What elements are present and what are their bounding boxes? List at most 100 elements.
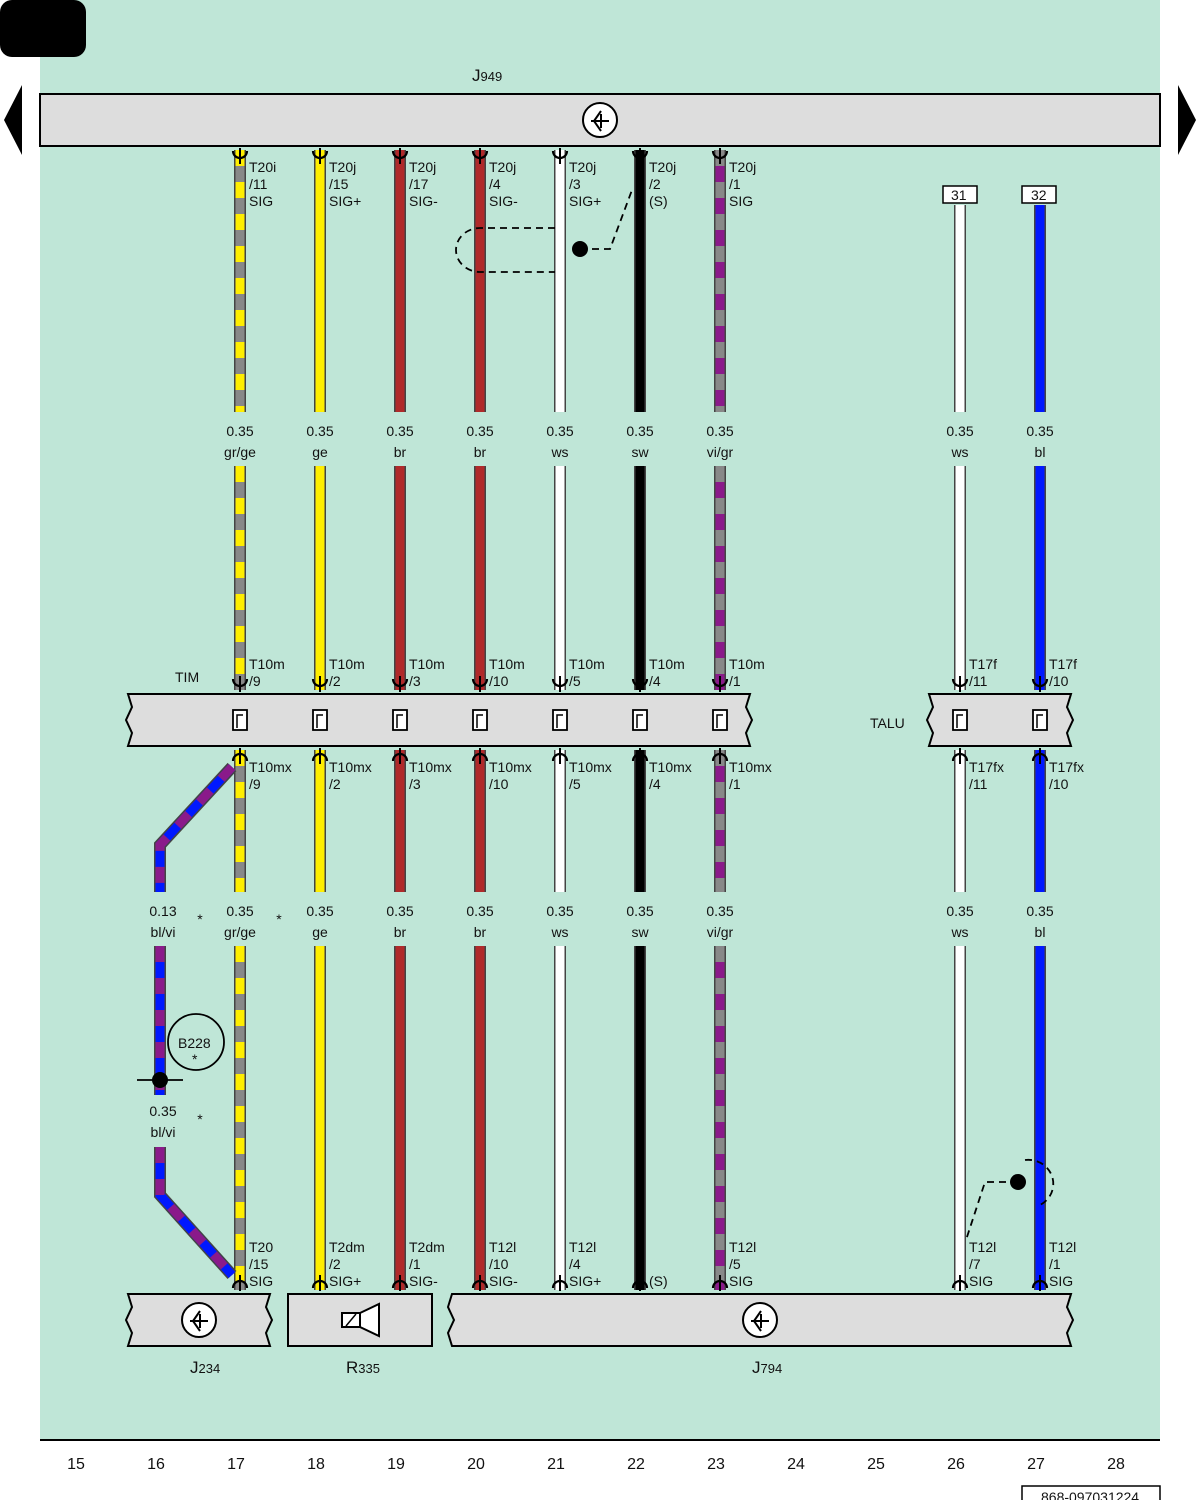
pin-label: T17f (1049, 656, 1077, 672)
wire-color-code: bl (1035, 924, 1046, 940)
b228-splice[interactable]: B228 * (167, 1013, 225, 1071)
pin-label: SIG- (489, 193, 518, 209)
connector-icon (632, 709, 648, 731)
pin-label: T17f (969, 656, 997, 672)
pin-label: T20j (489, 159, 516, 175)
pin-label: /2 (649, 176, 661, 192)
j234-module[interactable]: J234 (124, 1293, 274, 1377)
terminal-32[interactable]: 32 (1021, 185, 1057, 204)
pin-label: /15 (329, 176, 349, 192)
pin-label: /1 (729, 776, 741, 792)
pin-label: SIG (1049, 1273, 1073, 1289)
connector-icon (552, 709, 568, 731)
wire-color-code: ws (550, 924, 568, 940)
pin-label: /4 (649, 776, 661, 792)
pin-label: /3 (409, 776, 421, 792)
tim-label: TIM (175, 669, 199, 685)
column-number: 18 (307, 1456, 325, 1473)
pin-label: T10mx (729, 759, 772, 775)
wire-size: 0.35 (306, 903, 333, 919)
wire-size: 0.35 (466, 423, 493, 439)
column-number: 16 (147, 1456, 165, 1473)
connector-icon (312, 709, 328, 731)
connector-glyph (476, 714, 483, 728)
pin-label: /5 (729, 1256, 741, 1272)
control-unit-icon (181, 1302, 217, 1338)
wire-color-code: br (394, 444, 407, 460)
pin-label: /15 (249, 1256, 269, 1272)
pin-label: SIG (249, 193, 273, 209)
pin-label: SIG (969, 1273, 993, 1289)
pin-label: T20j (569, 159, 596, 175)
pin-label: T17fx (1049, 759, 1084, 775)
wire-color-code: br (394, 924, 407, 940)
j949-module[interactable]: J949 (39, 66, 1161, 147)
connector-glyph (556, 714, 563, 728)
pin-label: SIG (729, 193, 753, 209)
wire-size: 0.35 (226, 423, 253, 439)
pin-label: T17fx (969, 759, 1004, 775)
pin-label: T10m (409, 656, 445, 672)
pin-label: SIG+ (329, 193, 361, 209)
pin-label: T10mx (489, 759, 532, 775)
column-number: 23 (707, 1456, 725, 1473)
terminal-31[interactable]: 31 (942, 185, 978, 204)
wire-color-code: ge (312, 924, 328, 940)
pin-label: /5 (569, 776, 581, 792)
column-number: 24 (787, 1456, 805, 1473)
pin-label: T20 (249, 1239, 273, 1255)
prev-page-arrow-icon[interactable] (4, 85, 22, 155)
column-number: 25 (867, 1456, 885, 1473)
wire-color-code: bl (1035, 444, 1046, 460)
pin-label: /4 (569, 1256, 581, 1272)
next-page-arrow-icon[interactable] (1178, 85, 1196, 155)
j234-label: J234 (190, 1358, 220, 1377)
pin-label: T20j (409, 159, 436, 175)
svg-text:32: 32 (1031, 187, 1047, 203)
j949-label: J949 (472, 66, 502, 85)
column-number: 21 (547, 1456, 565, 1473)
pin-label: SIG+ (329, 1273, 361, 1289)
pin-label: SIG+ (569, 193, 601, 209)
pin-label: T10mx (569, 759, 612, 775)
column-number: 26 (947, 1456, 965, 1473)
note-marker: * (197, 1111, 203, 1127)
r335-speaker[interactable]: R335 (287, 1293, 433, 1377)
page-tab (0, 0, 86, 57)
connector-glyph (316, 714, 323, 728)
speaker-icon (341, 1302, 380, 1338)
wire-color-code: bl/vi (151, 924, 176, 940)
pin-label: /7 (969, 1256, 981, 1272)
talu-connector[interactable]: TALU (870, 693, 1075, 747)
pin-label: T20j (649, 159, 676, 175)
wire-size: 0.35 (626, 423, 653, 439)
pin-label: T20i (249, 159, 276, 175)
pin-label: SIG (249, 1273, 273, 1289)
wire-size: 0.35 (706, 903, 733, 919)
wire-color-code: sw (631, 924, 649, 940)
wire-size: 0.35 (386, 423, 413, 439)
wire-size: 0.35 (706, 423, 733, 439)
svg-text:*: * (192, 1051, 198, 1067)
pin-label: /5 (569, 673, 581, 689)
connector-glyph (716, 714, 723, 728)
pin-label: /2 (329, 776, 341, 792)
column-number: 17 (227, 1456, 245, 1473)
wire-size: 0.35 (1026, 423, 1053, 439)
connector-glyph (236, 714, 243, 728)
wire-color-code: ws (950, 444, 968, 460)
pin-label: SIG- (489, 1273, 518, 1289)
pin-label: /1 (1049, 1256, 1061, 1272)
tim-connector[interactable]: TIM (124, 669, 754, 747)
wire-size: 0.35 (466, 903, 493, 919)
pin-label: /2 (329, 673, 341, 689)
talu-label: TALU (870, 715, 905, 731)
shield-symbol-top (455, 189, 633, 273)
connector-icon (232, 709, 248, 731)
wire-size: 0.35 (226, 903, 253, 919)
pin-label: T12l (1049, 1239, 1076, 1255)
wires-layer: 0.35gr/ge0.35gr/geT20i/11SIGT10m/9T10mx/… (137, 148, 1084, 1291)
r335-label: R335 (346, 1358, 380, 1377)
j794-module[interactable]: J794 (446, 1293, 1075, 1377)
